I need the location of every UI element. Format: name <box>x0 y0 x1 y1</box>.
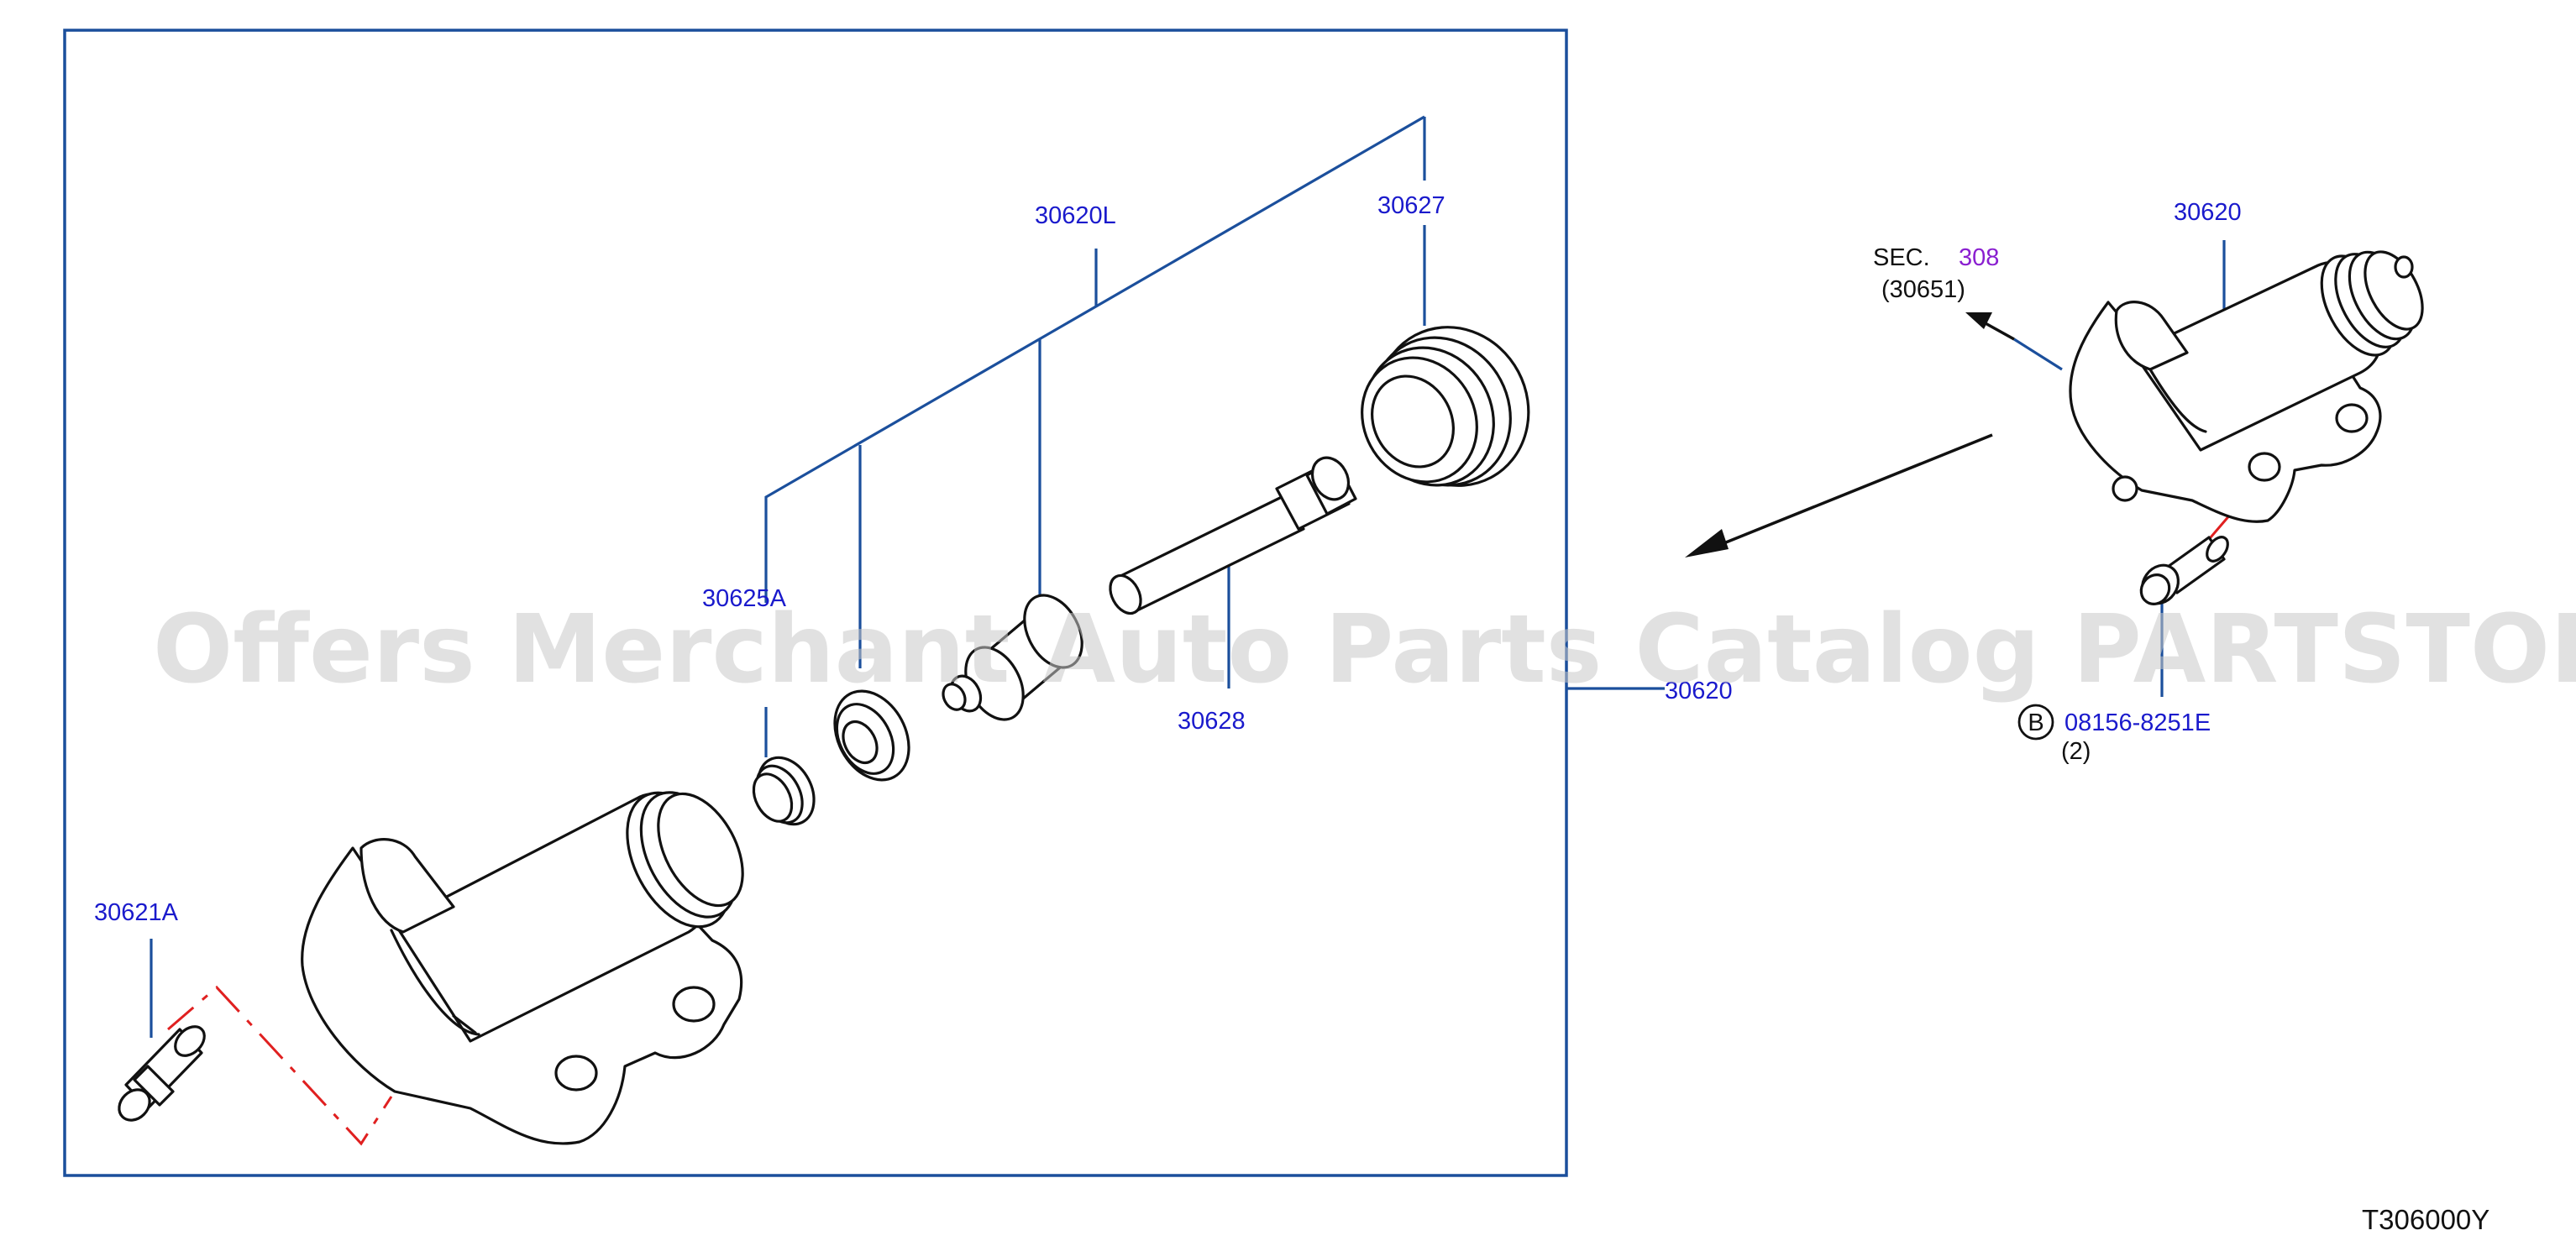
dust-boot-30627 <box>1361 326 1530 487</box>
bolt-08156-8251E <box>2139 536 2229 605</box>
section-sub-30651: (30651) <box>1881 276 1965 303</box>
reference-code: T306000Y <box>2362 1204 2489 1235</box>
label-30620-right[interactable]: 30620 <box>2174 199 2242 226</box>
label-30625A[interactable]: 30625A <box>702 585 787 612</box>
piston-cup <box>833 689 910 782</box>
section-arrow <box>1965 312 2015 341</box>
label-30620-box[interactable]: 30620 <box>1665 678 1733 704</box>
label-30627[interactable]: 30627 <box>1377 192 1445 219</box>
label-30628[interactable]: 30628 <box>1178 708 1246 735</box>
assembly-frame <box>63 29 1568 1177</box>
direction-arrow <box>1685 433 1993 558</box>
bolt-quantity: (2) <box>2061 738 2091 765</box>
cylinder-assembly-30620 <box>2069 250 2424 523</box>
spring-30625A <box>752 756 816 826</box>
label-08156-8251E[interactable]: 08156-8251E <box>2064 709 2211 736</box>
watermark: Offers Merchant Auto Parts Catalog PARTS… <box>153 595 2576 704</box>
section-link-308[interactable]: 308 <box>1959 244 1999 271</box>
bleeder-screw-30621A <box>118 1025 206 1122</box>
label-30620L[interactable]: 30620L <box>1035 202 1116 229</box>
piston <box>942 594 1083 721</box>
section-prefix: SEC. <box>1873 244 1930 271</box>
bolt-marker-b: B <box>2017 704 2054 741</box>
label-30621A[interactable]: 30621A <box>94 899 179 926</box>
hidden-line-bleeder <box>167 985 393 1146</box>
cylinder-body-30620L <box>301 791 744 1145</box>
svg-text:B: B <box>2028 709 2043 736</box>
push-rod-30628 <box>1109 456 1357 615</box>
leader-lines <box>150 115 2226 1038</box>
